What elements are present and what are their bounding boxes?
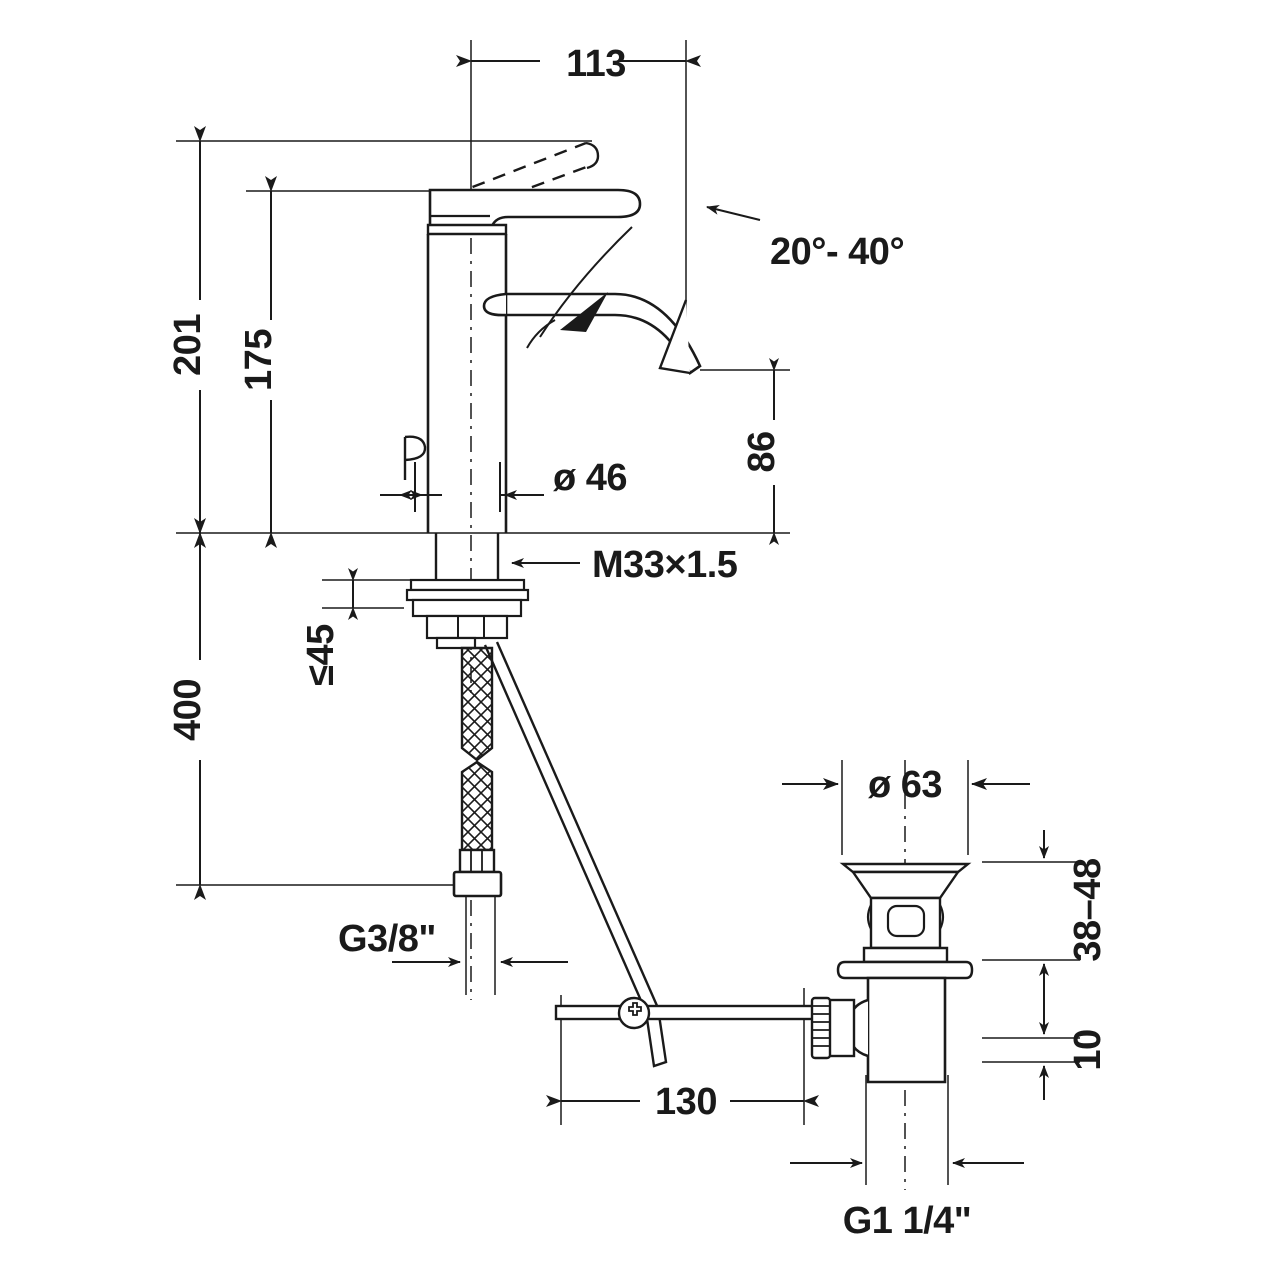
side-tab (404, 435, 427, 462)
dim-label-201: 201 (167, 314, 209, 376)
dim-label-d46: ø 46 (553, 457, 627, 499)
dim-label-86: 86 (741, 431, 783, 472)
lock-nut (411, 598, 523, 618)
lever-open-ghost (451, 141, 593, 212)
dim-label-g38: G3/8" (338, 918, 436, 960)
dim-label-g114: G1 1/4" (843, 1200, 972, 1242)
ball-rod-collar (826, 998, 856, 1058)
dim-label-113: 113 (566, 43, 626, 85)
shank-m33 (434, 533, 500, 586)
dim-label-400: 400 (167, 679, 209, 741)
hose-ferrule-bottom (458, 848, 496, 874)
dim-label-38-48: 38–48 (1067, 858, 1109, 961)
shank-base (425, 614, 509, 640)
drain-body-tube (866, 976, 947, 1084)
hose-union-nut (452, 870, 503, 898)
washer-upper (409, 578, 526, 592)
lever-ghost-tip (585, 141, 600, 170)
dim-label-d63: ø 63 (868, 764, 942, 806)
dim-label-175: 175 (238, 329, 280, 391)
faucet-column (426, 234, 508, 533)
drain-lower-flange (836, 960, 974, 980)
spout-outlet (658, 299, 691, 375)
dim-label-130: 130 (655, 1081, 717, 1123)
hose-segment-lower (460, 760, 494, 852)
faucet-spout (504, 292, 702, 375)
stopper-window (886, 904, 926, 938)
screw-cross-slot (628, 1002, 642, 1016)
hose-ferrule-top (435, 636, 477, 650)
faucet-lever (428, 188, 642, 228)
dim-label-m33: M33×1.5 (592, 544, 738, 586)
dim-d46 (380, 462, 544, 512)
dim-label-angle: 20°- 40° (770, 231, 904, 273)
washer-mid (405, 588, 530, 602)
drain-mid-band (862, 946, 949, 964)
angle-arc (526, 319, 556, 349)
dim-label-le45: ≤45 (300, 624, 342, 686)
knurl-lines (812, 1005, 830, 1047)
leader-angle (706, 205, 761, 221)
knurled-cap (810, 996, 832, 1060)
dim-label-10: 10 (1067, 1029, 1109, 1070)
popup-lever-bar (554, 1004, 826, 1021)
spout-base-fillet (482, 292, 507, 317)
angle-arrow-head (560, 292, 608, 332)
stopper-seal-rings (866, 904, 945, 930)
centre-lines (470, 205, 906, 1190)
lift-rod (483, 641, 668, 1068)
drain-flange-cone (850, 870, 961, 900)
hose-segment-upper (460, 646, 494, 762)
lever-collar (426, 223, 508, 236)
